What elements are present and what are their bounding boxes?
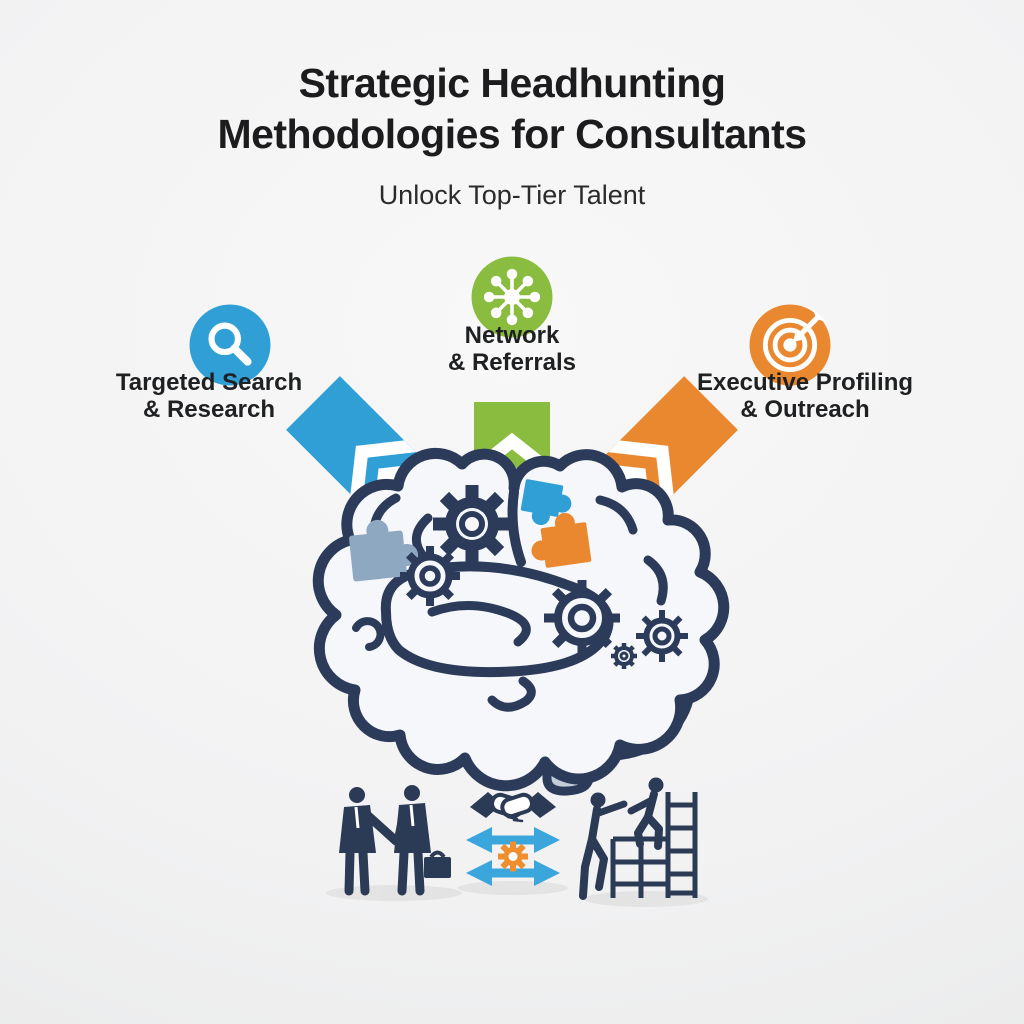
- briefcase: [424, 857, 451, 878]
- network-referrals-icon-badge: [468, 253, 556, 341]
- brain-illustration: [312, 447, 730, 796]
- gear-tiny-outline: [611, 643, 637, 669]
- header: Strategic Headhunting Methodologies for …: [0, 58, 1024, 160]
- figure-heads: [590, 777, 664, 808]
- businessmen-handshake-icon: [339, 785, 451, 896]
- target-icon: [749, 304, 831, 386]
- exchange-arrows: [466, 827, 560, 886]
- exchange-gear-icon: [498, 841, 528, 872]
- title-line-1: Strategic Headhunting: [298, 60, 726, 106]
- handshake-icon: [470, 792, 556, 823]
- magnifier-icon: [189, 304, 271, 386]
- puzzle-piece-orange: [531, 512, 592, 568]
- puzzle-piece-blue: [520, 479, 572, 526]
- gear-large-solid: [433, 485, 511, 563]
- gear-small-outline: [636, 610, 688, 662]
- handshake-exchange-icon: [466, 792, 560, 886]
- title-line-2: Methodologies for Consultants: [217, 111, 807, 157]
- executive-profiling-label: Executive Profiling & Outreach: [696, 369, 914, 423]
- mentor-ladder-icon: [579, 777, 698, 900]
- tie-details: [354, 804, 415, 829]
- page-title: Strategic Headhunting Methodologies for …: [0, 58, 1024, 160]
- network-icon: [471, 256, 553, 338]
- scaffold: [610, 792, 698, 898]
- page-subtitle: Unlock Top-Tier Talent: [378, 180, 646, 210]
- targeted-search-icon-badge: [186, 301, 274, 389]
- network-referrals-label: Network & Referrals: [447, 322, 577, 376]
- executive-profiling-icon-badge: [746, 301, 834, 389]
- figures: [579, 790, 663, 900]
- targeted-search-label: Targeted Search & Research: [115, 369, 303, 423]
- gear-right-outline: [544, 580, 620, 656]
- gear-medium-outline: [400, 546, 460, 606]
